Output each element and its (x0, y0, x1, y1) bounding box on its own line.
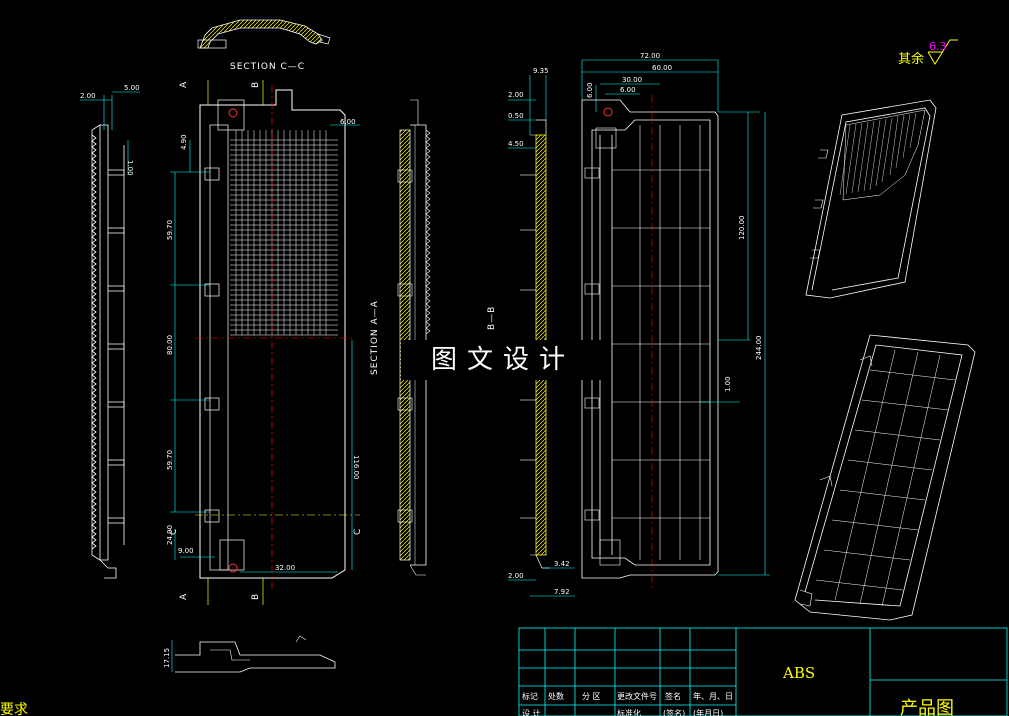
tb-header-4: 更改文件号 (617, 691, 657, 701)
dim-bb-3: 0.50 (508, 112, 524, 120)
dim-front-1: 4.90 (180, 134, 188, 150)
dim-left-1: 2.00 (80, 92, 96, 100)
corner-note: 要求 (0, 702, 28, 716)
dim-back-8: 1.00 (724, 376, 732, 392)
section-markers: A B A B C C (169, 81, 363, 600)
roughness-value: 6.3 (929, 40, 947, 53)
left-side-view (91, 124, 125, 579)
left-side-dimensions (80, 91, 140, 175)
roughness-label: 其余 (898, 51, 924, 67)
tb-header-5: 签名 (665, 691, 681, 701)
dim-left-2: 5.00 (124, 84, 140, 92)
dim-back-5: 6.00 (586, 82, 594, 98)
dim-front-3: 80.00 (166, 335, 174, 355)
dim-front-9: 6.00 (340, 118, 356, 126)
dim-back-2: 60.00 (652, 64, 672, 72)
marker-b-bottom: B (251, 593, 261, 600)
tb-row2-3: (签名) (663, 708, 685, 716)
dim-front-7: 32.00 (275, 564, 295, 572)
dim-back-3: 30.00 (622, 76, 642, 84)
dim-front-4: 59.70 (166, 450, 174, 470)
marker-a-top: A (179, 81, 189, 88)
marker-c-left: C (169, 528, 179, 535)
dim-bb-7: 7.92 (554, 588, 570, 596)
dim-front-8: 116.00 (352, 455, 360, 480)
dim-left-3: 1.00 (126, 160, 134, 176)
tb-header-2: 处数 (548, 691, 564, 701)
tb-row2-4: (年月日) (693, 708, 723, 716)
section-cc-profile (197, 19, 331, 49)
watermark-text: 图文设计 (401, 340, 605, 380)
section-bb-title: B—B (487, 306, 497, 330)
section-aa-title: SECTION A—A (370, 300, 380, 375)
dim-front-5: 24.00 (166, 525, 174, 545)
iso-view-top (805, 99, 937, 299)
dim-back-7: 244.00 (755, 336, 763, 361)
section-cc-title: SECTION C—C (230, 62, 305, 72)
dim-back-6: 120.00 (738, 216, 746, 241)
back-dimensions (581, 59, 770, 576)
tb-row2-2: 标准化 (617, 708, 641, 716)
tb-header-3: 分 区 (582, 692, 601, 701)
marker-c-right: C (353, 528, 363, 535)
dim-back-1: 72.00 (640, 52, 660, 60)
marker-b-top: B (251, 81, 261, 88)
roughness-symbol (927, 39, 958, 65)
title-block (518, 627, 1008, 716)
dim-bb-2: 2.00 (508, 91, 524, 99)
section-aa-view (397, 99, 431, 576)
tb-header-1: 标记 (522, 691, 538, 701)
product-label: 产品图 (900, 698, 954, 716)
section-bb-dimensions (508, 75, 575, 597)
dim-bb-1: 9.35 (533, 67, 549, 75)
dim-front-6: 9.00 (178, 547, 194, 555)
iso-view-bottom (794, 334, 976, 621)
tb-row2-1: 设 计 (522, 708, 541, 716)
front-dimensions (170, 124, 360, 573)
front-view (195, 80, 360, 605)
dim-bb-6: 3.42 (554, 560, 570, 568)
dim-bottom-1: 17.15 (163, 648, 171, 668)
dim-bb-5: 2.00 (508, 572, 524, 580)
tb-header-6: 年、月、日 (693, 691, 733, 701)
dim-front-2: 59.70 (166, 220, 174, 240)
back-view (581, 99, 719, 579)
bottom-profile (175, 635, 336, 673)
marker-a-bottom: A (179, 593, 189, 600)
dim-bb-4: 4.50 (508, 140, 524, 148)
dim-back-4: 6.00 (620, 86, 636, 94)
front-centerlines (195, 85, 355, 590)
material-label: ABS (782, 664, 815, 682)
